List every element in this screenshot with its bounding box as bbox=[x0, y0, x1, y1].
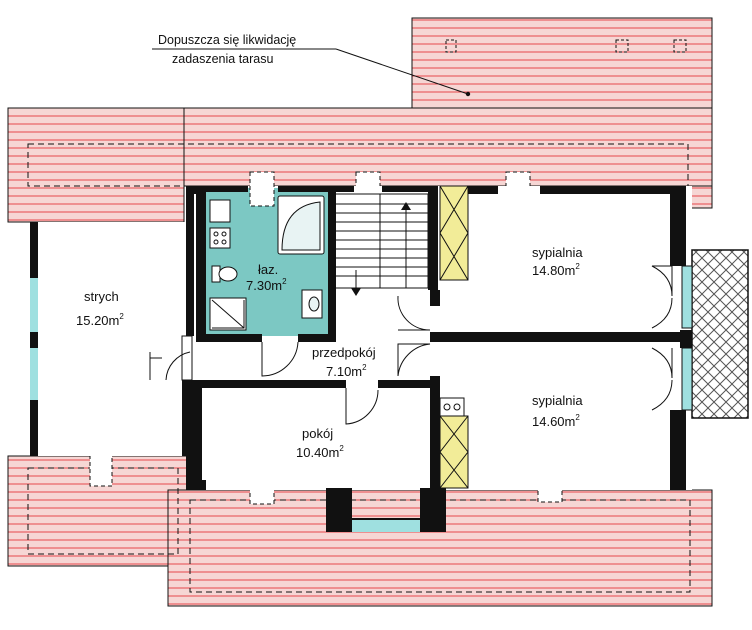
chimneys bbox=[439, 185, 469, 489]
room-area-przedpokoj: 7.10m2 bbox=[326, 363, 367, 379]
chimney-bottom bbox=[439, 415, 469, 489]
balcony bbox=[681, 249, 749, 419]
toilet-icon bbox=[211, 265, 238, 283]
room-area-sypialnia-2: 14.60m2 bbox=[532, 413, 580, 429]
stairs-icon bbox=[333, 193, 429, 296]
room-labels: strych 15.20m2 łaz. 7.30m2 przedpokój 7.… bbox=[76, 245, 583, 460]
room-area-pokoj: 10.40m2 bbox=[296, 444, 344, 460]
strych-floor bbox=[30, 222, 186, 456]
roof-window bbox=[89, 451, 113, 487]
note-line-1: Dopuszcza się likwidację bbox=[158, 33, 296, 47]
stove-icon bbox=[439, 397, 465, 417]
room-name-sypialnia-2: sypialnia bbox=[532, 393, 583, 408]
room-area-strych: 15.20m2 bbox=[76, 312, 124, 328]
roof-left-top bbox=[7, 107, 185, 223]
note-annotation: Dopuszcza się likwidację zadaszenia tara… bbox=[152, 33, 471, 97]
shower-icon bbox=[209, 297, 247, 331]
room-area-sypialnia-1: 14.80m2 bbox=[532, 262, 580, 278]
bathroom-fixtures bbox=[209, 195, 325, 331]
room-name-lazienka: łaz. bbox=[258, 262, 278, 277]
door-swing-icon bbox=[149, 265, 673, 425]
chimney-top bbox=[439, 185, 469, 281]
walls bbox=[30, 186, 692, 532]
room-name-sypialnia-1: sypialnia bbox=[532, 245, 583, 260]
bathtub-icon bbox=[277, 195, 325, 255]
room-name-pokoj: pokój bbox=[302, 426, 333, 441]
room-name-strych: strych bbox=[84, 289, 119, 304]
note-line-2: zadaszenia tarasu bbox=[172, 52, 274, 66]
skylight bbox=[249, 171, 275, 207]
washing-machine-icon bbox=[209, 199, 231, 249]
sink-icon bbox=[301, 289, 323, 319]
room-name-przedpokoj: przedpokój bbox=[312, 345, 376, 360]
room-area-lazienka: 7.30m2 bbox=[246, 277, 287, 293]
